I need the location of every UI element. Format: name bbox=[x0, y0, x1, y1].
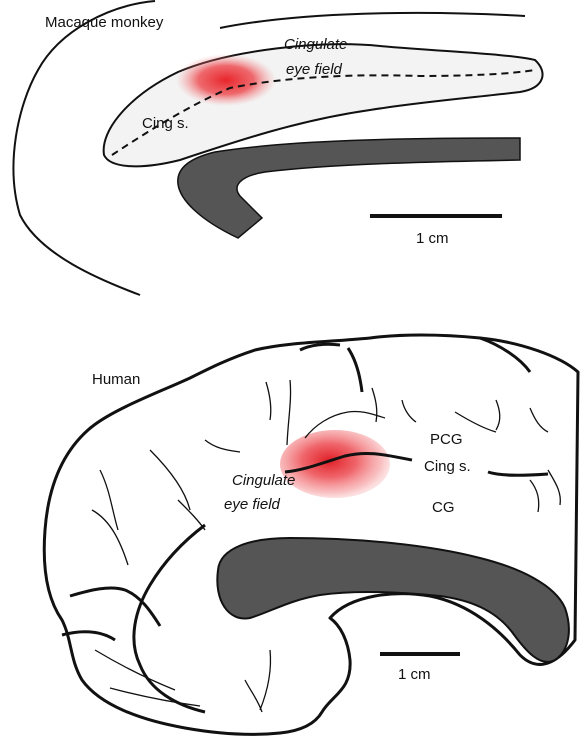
human-scale-label: 1 cm bbox=[398, 666, 431, 683]
macaque-cef-highlight bbox=[176, 54, 276, 106]
human-brain-outline bbox=[44, 335, 578, 734]
macaque-cef-label-1: Cingulate bbox=[284, 36, 347, 53]
macaque-dorsal-outline bbox=[220, 13, 525, 28]
macaque-cef-label-2: eye field bbox=[286, 61, 343, 78]
macaque-title: Macaque monkey bbox=[45, 14, 164, 31]
human-pcg-label: PCG bbox=[430, 431, 463, 448]
macaque-panel: Macaque monkey Cingulate eye field Cing … bbox=[13, 1, 542, 295]
human-title: Human bbox=[92, 371, 140, 388]
macaque-corpus-callosum bbox=[178, 138, 520, 238]
human-cef-label-2: eye field bbox=[224, 496, 281, 513]
human-cg-label: CG bbox=[432, 499, 455, 516]
human-sulcus-label: Cing s. bbox=[424, 458, 471, 475]
human-panel: Human Cingulate eye field PCG Cing s. CG… bbox=[44, 335, 578, 734]
human-cef-highlight bbox=[280, 430, 390, 498]
human-cef-label-1: Cingulate bbox=[232, 472, 295, 489]
macaque-sulcus-label: Cing s. bbox=[142, 115, 189, 132]
macaque-scale-label: 1 cm bbox=[416, 230, 449, 247]
